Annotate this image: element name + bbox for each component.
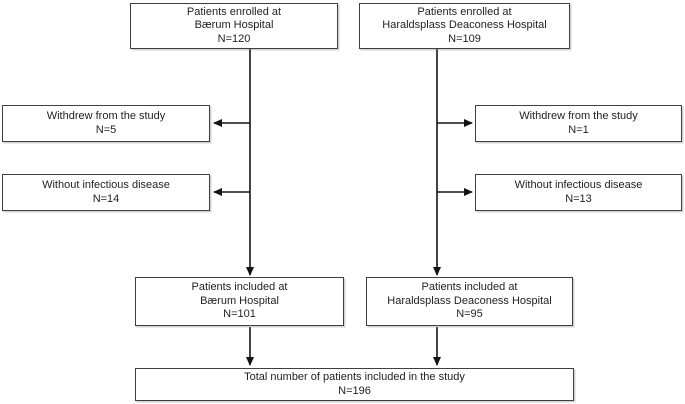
box-text-line: Patients included at <box>421 281 518 294</box>
box-n-count: N=14 <box>92 192 120 205</box>
box-text-line: Haraldsplass Deaconess Hospital <box>382 19 547 32</box>
box-withdrew-baerum: Withdrew from the study N=5 <box>2 105 210 142</box>
box-text-line: Total number of patients included in the… <box>244 371 465 383</box>
box-n-count: N=5 <box>95 123 117 136</box>
box-n-count: N=109 <box>448 32 481 45</box>
box-text-line: Without infectious disease <box>42 179 170 191</box>
box-text-line: Patients included at <box>191 281 288 294</box>
box-text-line: Patients enrolled at <box>186 5 282 18</box>
box-enrolled-haraldsplass-hospital: Patients enrolled at Haraldsplass Deacon… <box>359 3 570 49</box>
box-without-infectious-disease-baerum: Without infectious disease N=14 <box>2 174 210 211</box>
box-n-count: N=1 <box>568 123 589 136</box>
box-n-count: N=13 <box>565 192 592 205</box>
box-included-haraldsplass-hospital: Patients included at Haraldsplass Deacon… <box>366 277 573 326</box>
box-text-line: Withdrew from the study <box>519 110 638 122</box>
box-without-infectious-disease-haraldsplass: Without infectious disease N=13 <box>475 174 682 211</box>
box-text-line: Haraldsplass Deaconess Hospital <box>387 294 552 307</box>
box-n-count: N=101 <box>223 308 256 321</box>
box-n-count: N=95 <box>456 308 483 321</box>
box-text-line: Without infectious disease <box>514 179 643 191</box>
box-withdrew-haraldsplass: Withdrew from the study N=1 <box>475 105 682 142</box>
box-included-baerum-hospital: Patients included at Bærum Hospital N=10… <box>135 277 344 326</box>
box-text-line: Bærum Hospital <box>194 19 274 32</box>
box-text-line: Patients enrolled at <box>417 5 512 18</box>
box-total-patients-included: Total number of patients included in the… <box>135 368 574 401</box>
box-text-line: Bærum Hospital <box>200 294 279 307</box>
box-enrolled-baerum-hospital: Patients enrolled at Bærum Hospital N=12… <box>130 3 338 49</box>
box-n-count: N=120 <box>217 32 251 45</box>
box-text-line: Withdrew from the study <box>46 110 166 122</box>
box-n-count: N=196 <box>338 384 371 397</box>
